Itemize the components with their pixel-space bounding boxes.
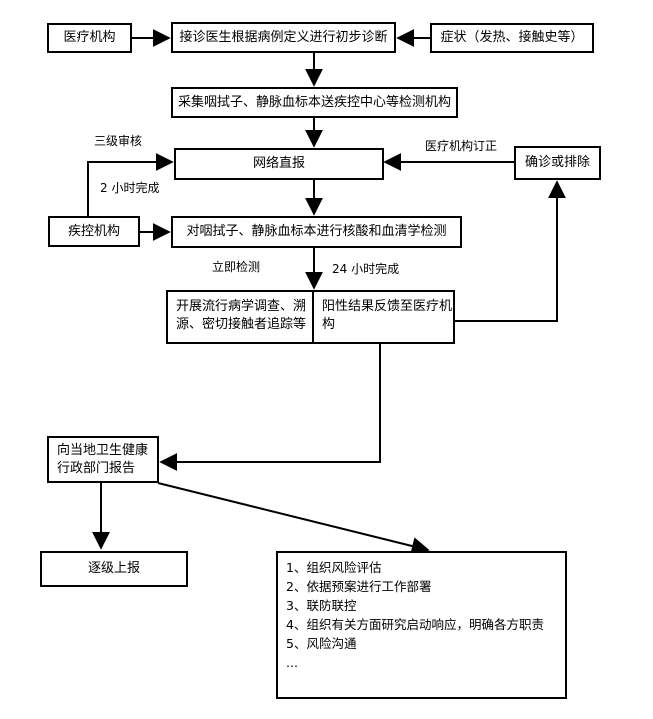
box-epidemiology: 开展流行病学调查、溯源、密切接触者追踪等	[166, 290, 314, 344]
box-confirm-or-exclude: 确诊或排除	[514, 146, 601, 180]
box-initial-diagnosis: 接诊医生根据病例定义进行初步诊断	[171, 22, 396, 53]
box-nucleic-serology: 对咽拭子、静脉血标本进行核酸和血清学检测	[171, 216, 462, 248]
line-cdc-to-network	[87, 153, 174, 216]
box-report-health-dept: 向当地卫生健康行政部门报告	[47, 436, 159, 483]
nucleic-serology-text: 对咽拭子、静脉血标本进行核酸和血清学检测	[186, 224, 447, 239]
box-symptoms: 症状（发热、接触史等）	[430, 23, 594, 53]
positive-feedback-text: 阳性结果反馈至医疗机构	[322, 299, 453, 332]
action-item: 4、组织有关方面研究启动响应，明确各方职责	[286, 617, 544, 632]
network-report-text: 网络直报	[252, 156, 305, 171]
epidemiology-text: 开展流行病学调查、溯源、密切接触者追踪等	[176, 299, 307, 332]
medical-institution-text: 医疗机构	[63, 30, 116, 45]
line-feedback-to-confirm	[455, 180, 566, 322]
action-item: 5、风险沟通	[286, 636, 357, 651]
line-results-to-health-dept	[159, 344, 381, 471]
confirm-or-exclude-text: 确诊或排除	[524, 155, 590, 170]
initial-diagnosis-text: 接诊医生根据病例定义进行初步诊断	[179, 29, 388, 45]
action-item: 1、组织风险评估	[286, 560, 382, 575]
action-item: ...	[286, 655, 298, 670]
action-item: 2、依据预案进行工作部署	[286, 579, 432, 594]
arrow-dept-to-actions	[157, 482, 430, 555]
cdc-text: 疾控机构	[67, 223, 120, 239]
box-report-upward: 逐级上报	[40, 551, 188, 587]
label-twentyfour-hours: 24 小时完成	[332, 262, 400, 276]
box-sample-collection: 采集咽拭子、静脉血标本送疾控中心等检测机构	[171, 87, 458, 118]
report-upward-text: 逐级上报	[87, 561, 140, 576]
box-cdc: 疾控机构	[48, 216, 140, 247]
symptoms-text: 症状（发热、接触史等）	[440, 30, 584, 45]
box-positive-feedback: 阳性结果反馈至医疗机构	[312, 290, 455, 344]
box-network-report: 网络直报	[174, 148, 384, 180]
label-two-hours: 2 小时完成	[100, 181, 160, 195]
label-three-level-review: 三级审核	[94, 134, 143, 148]
action-item: 3、联防联控	[286, 598, 357, 613]
box-medical-institution: 医疗机构	[47, 23, 132, 53]
box-actions-list: 1、组织风险评估 2、依据预案进行工作部署 3、联防联控 4、组织有关方面研究启…	[276, 551, 567, 699]
report-health-dept-text: 向当地卫生健康行政部门报告	[57, 443, 149, 476]
label-institution-correct: 医疗机构订正	[425, 139, 498, 153]
label-immediate-test: 立即检测	[212, 260, 261, 274]
sample-collection-text: 采集咽拭子、静脉血标本送疾控中心等检测机构	[177, 94, 451, 110]
